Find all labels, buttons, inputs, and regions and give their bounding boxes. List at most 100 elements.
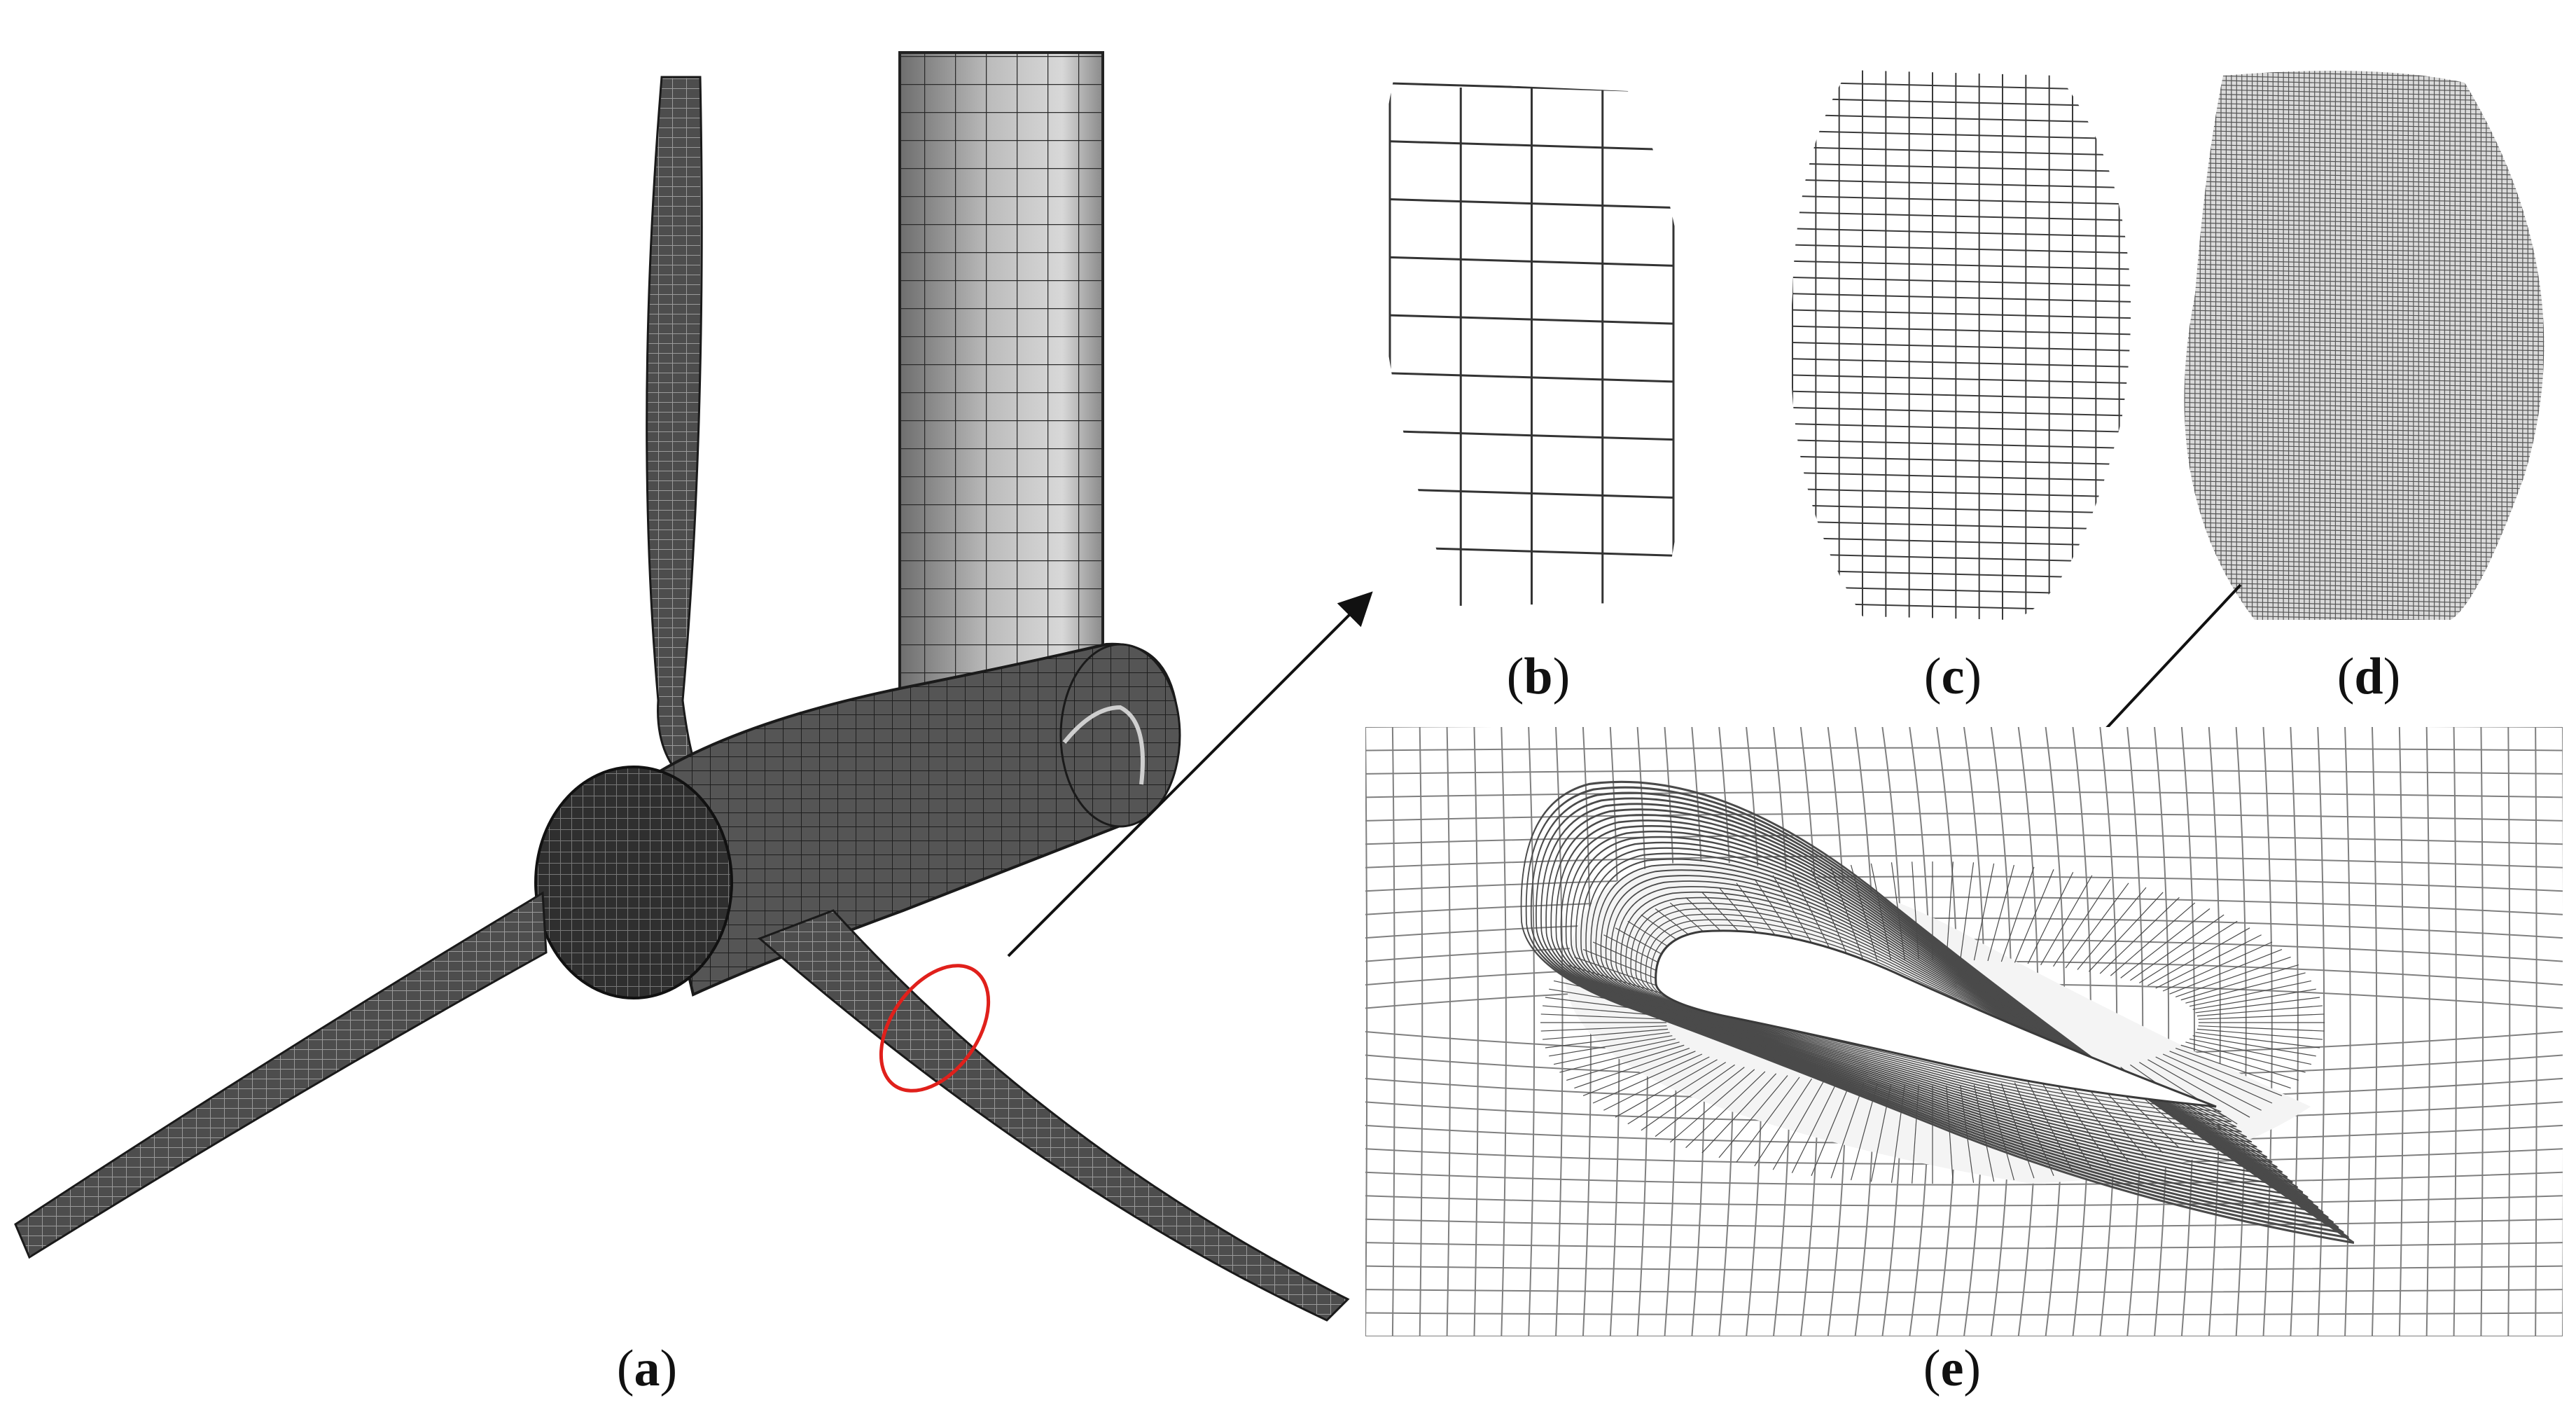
mesh-e-radial	[1811, 1082, 1851, 1176]
mesh-e-radial	[2169, 1051, 2283, 1096]
mesh-e-nearwall-ring	[1580, 847, 2293, 1184]
mesh-e-far-vline	[2480, 727, 2484, 1336]
mesh-e-radial	[2053, 1078, 2111, 1167]
mesh-e-nearwall-ring	[1610, 880, 2262, 1153]
mesh-e-radial	[1543, 1005, 1669, 1017]
mesh-e-radial	[1574, 1048, 1690, 1089]
mesh-e-radial	[1559, 1041, 1680, 1073]
mesh-e-radial	[2196, 1028, 2323, 1040]
mesh-e-radial	[1850, 864, 1878, 962]
mesh-d-hline	[2184, 240, 2544, 250]
mesh-c-hline	[1792, 195, 2131, 205]
mesh-d-hline	[2184, 300, 2544, 310]
mesh-e-radial	[1545, 1032, 1670, 1048]
mesh-e-nearwall-ring	[1525, 786, 2349, 1239]
mesh-e-radial	[1987, 1084, 2015, 1181]
blade-top	[646, 76, 703, 786]
mesh-e-radial	[1566, 1044, 1685, 1081]
label-d: (d)	[2337, 648, 2400, 705]
mesh-e-radial	[2130, 914, 2225, 981]
mesh-e-nearwall-ring	[1540, 803, 2334, 1224]
mesh-e-radial	[2175, 1048, 2291, 1089]
mesh-e-far-hline	[1365, 747, 2563, 752]
mesh-e-far-vline	[2154, 727, 2170, 1336]
mesh-d-hline	[2184, 286, 2544, 296]
mesh-c-hline	[1792, 293, 2131, 303]
mesh-d-hline	[2184, 540, 2544, 550]
mesh-c-hline	[1792, 374, 2131, 385]
mesh-e-radial	[1685, 1071, 1766, 1149]
mesh-c-hline	[1792, 439, 2131, 450]
mesh-d-hline	[2184, 545, 2544, 555]
mesh-e-radial	[2175, 956, 2291, 997]
mesh-d-hline	[2184, 153, 2544, 162]
mesh-d-hline	[2184, 508, 2544, 518]
mesh-e-far-vline	[2180, 727, 2195, 1336]
mesh-d-hline	[2184, 208, 2544, 218]
mesh-d-hline	[2184, 263, 2544, 273]
mesh-d-hline	[2184, 310, 2544, 319]
mesh-e-radial	[1960, 1085, 1975, 1183]
mesh-e-radial	[2014, 1082, 2054, 1176]
mesh-e-nearwall-ring	[1575, 841, 2298, 1189]
mesh-e-radial	[2077, 887, 2147, 970]
mesh-c-hline	[1792, 504, 2131, 515]
panel-labels: (a) (b) (c) (d) (e)	[617, 648, 2400, 1397]
mesh-b-hline	[1389, 256, 1674, 267]
mesh-c-hline	[1792, 358, 2131, 368]
tower-mesh	[898, 51, 1104, 772]
mesh-e-radial	[2027, 872, 2074, 964]
mesh-e-nearwall-ring	[1590, 858, 2283, 1173]
mesh-e-far-hline	[1365, 791, 2563, 798]
mesh-e-radial	[2180, 964, 2299, 1001]
blade-right	[758, 909, 1350, 1322]
mesh-c-hline	[1792, 309, 2131, 319]
label-b: (b)	[1507, 648, 1570, 705]
mesh-e-radial	[2147, 927, 2250, 986]
mesh-e-far-vline	[2507, 727, 2511, 1336]
mesh-d-hline	[2184, 397, 2544, 407]
mesh-e-far-hline	[1365, 1195, 2563, 1207]
panel-b-coarse-mesh	[1378, 81, 1690, 606]
mesh-d-hline	[2184, 158, 2544, 167]
mesh-d-hline	[2184, 383, 2544, 393]
mesh-d-hline	[2184, 199, 2544, 209]
mesh-c-hline	[1792, 423, 2131, 434]
mesh-e-far-hline	[1365, 812, 2563, 822]
mesh-d-hline	[2184, 401, 2544, 412]
mesh-e-radial	[1549, 988, 1673, 1010]
mesh-e-radial	[1870, 1084, 1892, 1182]
mesh-d-hline	[2184, 272, 2544, 282]
mesh-e-far-hline	[1365, 897, 2563, 915]
mesh-d-hline	[2184, 130, 2544, 139]
mesh-e-radial	[2088, 892, 2164, 972]
mesh-e-radial	[2138, 920, 2238, 983]
mesh-e-radial	[2155, 934, 2262, 989]
mesh-e-radial	[2198, 1013, 2325, 1020]
mesh-d-hline	[2184, 231, 2544, 241]
mesh-e-radial	[2162, 1053, 2273, 1104]
mesh-b-hline	[1389, 604, 1674, 606]
mesh-d-hline	[2184, 499, 2544, 508]
mesh-d-hline	[2184, 448, 2544, 458]
mesh-c-hline	[1792, 162, 2131, 173]
blade-left	[14, 891, 548, 1259]
mesh-e-nearwall-ring	[1625, 897, 2247, 1138]
mesh-e-far-vline	[1419, 727, 1423, 1336]
mesh-e-far-hline	[1365, 1312, 2563, 1316]
mesh-c-hline	[1792, 342, 2131, 352]
mesh-e-nearwall-ring	[1550, 814, 2324, 1214]
mesh-e-nearwall-ring	[1615, 886, 2257, 1148]
mesh-d-hline	[2184, 217, 2544, 227]
mesh-e-radial	[2185, 1041, 2306, 1073]
mesh-c-hline	[1792, 406, 2131, 417]
mesh-d-hline	[2184, 503, 2544, 513]
label-e: (e)	[1923, 1340, 1981, 1397]
hub-spinner	[534, 766, 733, 999]
mesh-d-hline	[2184, 190, 2544, 200]
mesh-b-hline	[1389, 487, 1674, 499]
mesh-d-hline	[2184, 125, 2544, 135]
mesh-d-hline	[2184, 522, 2544, 532]
mesh-d-hline	[2184, 374, 2544, 384]
